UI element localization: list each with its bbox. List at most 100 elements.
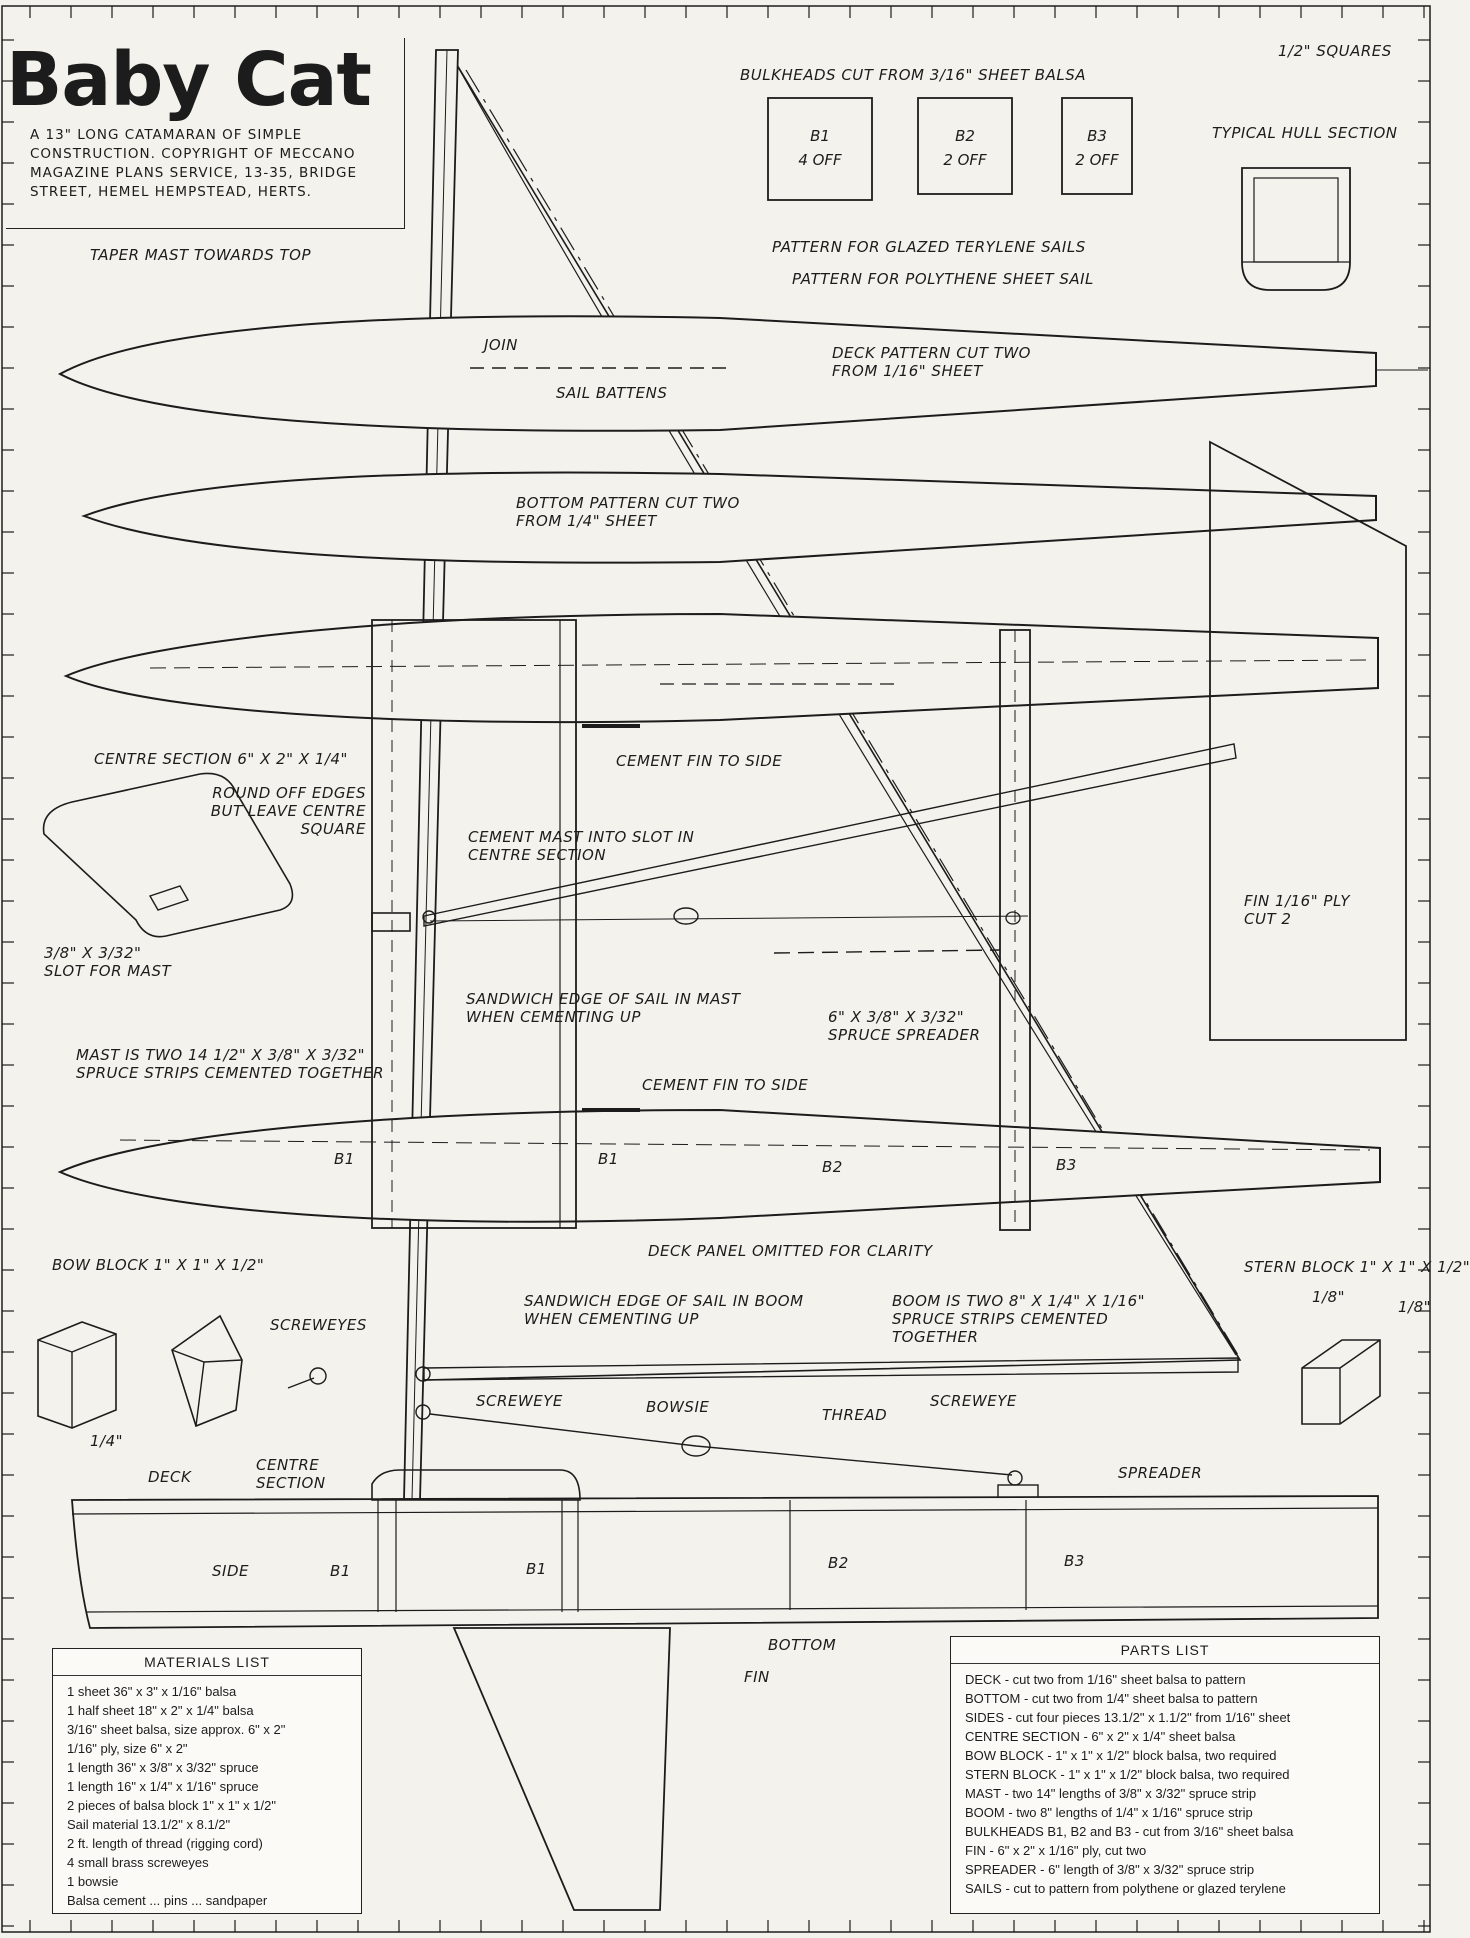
hull-section xyxy=(1241,167,1351,291)
parts-list-item: DECK - cut two from 1/16" sheet balsa to… xyxy=(965,1672,1246,1687)
side-label: SIDE xyxy=(212,1562,249,1580)
deck-label: DECK xyxy=(148,1468,192,1486)
boom-strips-label: BOOM IS TWO 8" X 1/4" X 1/16" SPRUCE STR… xyxy=(892,1292,1146,1346)
materials-list-item: 1/16" ply, size 6" x 2" xyxy=(67,1741,188,1756)
spreader-label: SPREADER xyxy=(1118,1464,1203,1482)
materials-list-item: 4 small brass screweyes xyxy=(67,1855,209,1870)
bottom-pattern xyxy=(81,471,1377,564)
bow-block-label: BOW BLOCK 1" X 1" X 1/2" xyxy=(52,1256,265,1274)
materials-list-item: 1 half sheet 18" x 2" x 1/4" balsa xyxy=(67,1703,254,1718)
b1-right-label: B1 xyxy=(598,1150,619,1168)
bulkhead-b2 xyxy=(917,97,1013,195)
bulkhead-b1-label: B1 4 OFF xyxy=(768,124,872,172)
grid-ticks xyxy=(2,6,1430,1932)
materials-list-item: Balsa cement ... pins ... sandpaper xyxy=(67,1893,268,1908)
bottom-pattern-label: BOTTOM PATTERN CUT TWO FROM 1/4" SHEET xyxy=(516,494,740,530)
boom-side xyxy=(423,1357,1239,1381)
parts-list-item: SAILS - cut to pattern from polythene or… xyxy=(965,1881,1286,1896)
parts-list-heading: PARTS LIST xyxy=(951,1637,1379,1664)
materials-list-item: 2 ft. length of thread (rigging cord) xyxy=(67,1836,263,1851)
lower-hull-plan xyxy=(57,1108,1381,1223)
polythene-sail-label: PATTERN FOR POLYTHENE SHEET SAIL xyxy=(792,270,1094,288)
plan-drawing xyxy=(1,5,1431,1933)
parts-list-item: SIDES - cut four pieces 13.1/2" x 1.1/2"… xyxy=(965,1710,1291,1725)
scale-note: 1/2" SQUARES xyxy=(1278,42,1392,60)
materials-list: MATERIALS LIST 1 sheet 36" x 3" x 1/16" … xyxy=(52,1648,362,1914)
materials-items: 1 sheet 36" x 3" x 1/16" balsa 1 half she… xyxy=(53,1682,361,1910)
materials-list-item: 1 length 36" x 3/8" x 3/32" spruce xyxy=(67,1760,259,1775)
centre-section-side xyxy=(371,1469,581,1501)
fin-label: FIN xyxy=(744,1668,770,1686)
centre-section-label: CENTRE SECTION 6" X 2" X 1/4" xyxy=(94,750,348,768)
materials-list-item: Sail material 13.1/2" x 8.1/2" xyxy=(67,1817,231,1832)
cement-fin-side-mid-label: CEMENT FIN TO SIDE xyxy=(642,1076,809,1094)
materials-list-item: 1 sheet 36" x 3" x 1/16" balsa xyxy=(67,1684,237,1699)
b2-side-label: B2 xyxy=(828,1554,849,1572)
join-label: JOIN xyxy=(484,336,518,354)
bulkhead-b1 xyxy=(767,97,873,201)
deck-pattern-label: DECK PATTERN CUT TWO FROM 1/16" SHEET xyxy=(832,344,1031,380)
round-off-edges-label: ROUND OFF EDGES BUT LEAVE CENTRE SQUARE xyxy=(210,784,366,838)
b3-label: B3 xyxy=(1056,1156,1077,1174)
b1-left-label: B1 xyxy=(334,1150,355,1168)
side-profile xyxy=(71,1495,1379,1629)
bulkheads-heading: BULKHEADS CUT FROM 3/16" SHEET BALSA xyxy=(740,66,1087,84)
quarter-label: 1/4" xyxy=(90,1432,124,1450)
bowsie-label: BOWSIE xyxy=(646,1398,710,1416)
stern-block xyxy=(1301,1339,1381,1425)
b1-side-b-label: B1 xyxy=(526,1560,547,1578)
slot-label: 3/8" X 3/32" SLOT FOR MAST xyxy=(44,944,172,980)
centre-section-side-label: CENTRE SECTION xyxy=(256,1456,326,1492)
deck-panel-label: DECK PANEL OMITTED FOR CLARITY xyxy=(648,1242,933,1260)
cement-mast-label: CEMENT MAST INTO SLOT IN CENTRE SECTION xyxy=(468,828,695,864)
bow-block-raw xyxy=(37,1321,117,1429)
bulkhead-b2-name: B2 xyxy=(955,127,975,145)
title-block: Baby Cat A 13" LONG CATAMARAN OF SIMPLE … xyxy=(6,38,405,229)
subtitle: A 13" LONG CATAMARAN OF SIMPLE CONSTRUCT… xyxy=(30,127,357,200)
cement-fin-side-top-label: CEMENT FIN TO SIDE xyxy=(616,752,783,770)
bulkhead-b1-count: 4 OFF xyxy=(798,151,842,169)
bulkhead-b3-count: 2 OFF xyxy=(1075,151,1119,169)
title: Baby Cat xyxy=(6,37,372,123)
parts-list-item: BOTTOM - cut two from 1/4" sheet balsa t… xyxy=(965,1691,1258,1706)
parts-list: PARTS LIST DECK - cut two from 1/16" she… xyxy=(950,1636,1380,1914)
thread-label: THREAD xyxy=(822,1406,888,1424)
parts-list-item: STERN BLOCK - 1" x 1" x 1/2" block balsa… xyxy=(965,1767,1290,1782)
parts-items: DECK - cut two from 1/16" sheet balsa to… xyxy=(951,1670,1379,1898)
screweye-left-label: SCREWEYE xyxy=(476,1392,563,1410)
fin-plan xyxy=(1209,440,1407,1041)
boom-plan xyxy=(423,743,1237,927)
bottom-label: BOTTOM xyxy=(768,1636,837,1654)
b1-side-a-label: B1 xyxy=(330,1562,351,1580)
bulkhead-b2-label: B2 2 OFF xyxy=(918,124,1012,172)
deck-pattern xyxy=(57,315,1377,432)
parts-list-item: SPREADER - 6" length of 3/8" x 3/32" spr… xyxy=(965,1862,1255,1877)
spreader-dims-label: 6" X 3/8" X 3/32" SPRUCE SPREADER xyxy=(828,1008,981,1044)
sail-battens-label: SAIL BATTENS xyxy=(556,384,668,402)
screweye-right-label: SCREWEYE xyxy=(930,1392,1017,1410)
parts-list-item: BULKHEADS B1, B2 and B3 - cut from 3/16"… xyxy=(965,1824,1294,1839)
parts-list-item: CENTRE SECTION - 6" x 2" x 1/4" sheet ba… xyxy=(965,1729,1236,1744)
glazed-sails-label: PATTERN FOR GLAZED TERYLENE SAILS xyxy=(772,238,1086,256)
materials-list-heading: MATERIALS LIST xyxy=(53,1649,361,1676)
parts-list-item: BOW BLOCK - 1" x 1" x 1/2" block balsa, … xyxy=(965,1748,1277,1763)
b3-side-label: B3 xyxy=(1064,1552,1085,1570)
screweyes-label: SCREWEYES xyxy=(270,1316,367,1334)
materials-list-item: 2 pieces of balsa block 1" x 1" x 1/2" xyxy=(67,1798,276,1813)
fin-side xyxy=(452,1627,671,1911)
fin-ply-label: FIN 1/16" PLY CUT 2 xyxy=(1244,892,1351,928)
materials-list-item: 3/16" sheet balsa, size approx. 6" x 2" xyxy=(67,1722,286,1737)
eighth-a-label: 1/8" xyxy=(1312,1288,1346,1306)
eighth-b-label: 1/8" xyxy=(1398,1298,1432,1316)
parts-list-item: FIN - 6" x 2" x 1/16" ply, cut two xyxy=(965,1843,1147,1858)
parts-list-item: BOOM - two 8" lengths of 1/4" x 1/16" sp… xyxy=(965,1805,1253,1820)
taper-mast-label: TAPER MAST TOWARDS TOP xyxy=(90,246,312,264)
materials-list-item: 1 length 16" x 1/4" x 1/16" spruce xyxy=(67,1779,259,1794)
materials-list-item: 1 bowsie xyxy=(67,1874,119,1889)
bulkhead-b2-count: 2 OFF xyxy=(943,151,987,169)
b2-label: B2 xyxy=(822,1158,843,1176)
centre-foil xyxy=(42,772,294,938)
mast-strips-label: MAST IS TWO 14 1/2" X 3/8" X 3/32" SPRUC… xyxy=(76,1046,385,1082)
typical-hull-section-label: TYPICAL HULL SECTION xyxy=(1212,124,1398,142)
sandwich-boom-label: SANDWICH EDGE OF SAIL IN BOOM WHEN CEMEN… xyxy=(524,1292,804,1328)
